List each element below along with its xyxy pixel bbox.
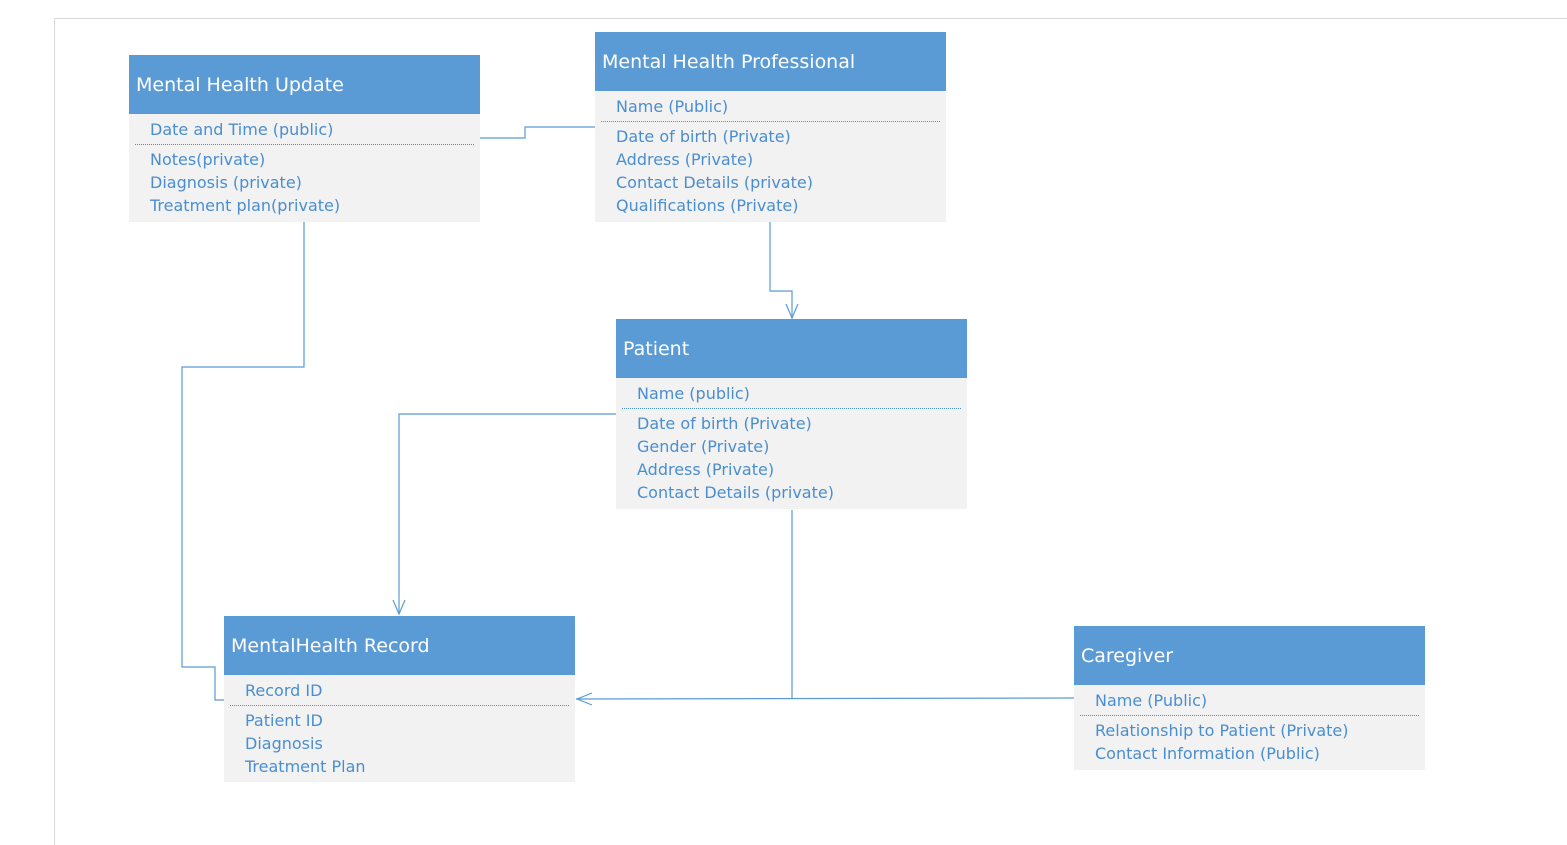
canvas-border-left xyxy=(54,18,55,845)
attribute-separator xyxy=(1080,715,1419,716)
attribute-list: Notes(private) Diagnosis (private) Treat… xyxy=(129,145,480,217)
attribute: Relationship to Patient (Private) xyxy=(1095,721,1349,740)
attribute: Date of birth (Private) xyxy=(637,414,812,433)
attribute: Diagnosis (private) xyxy=(150,173,302,192)
attribute: Patient ID xyxy=(245,711,323,730)
canvas-border-top xyxy=(54,18,1567,19)
connector-professional-patient xyxy=(769,222,793,318)
arrowhead-record-right xyxy=(575,692,593,706)
entity-key-attribute: Name (Public) xyxy=(1095,691,1208,710)
entity-mental-health-update[interactable]: Mental Health Update Date and Time (publ… xyxy=(129,55,480,222)
attribute: Address (Private) xyxy=(637,460,775,479)
attribute: Contact Details (private) xyxy=(616,173,813,192)
entity-mentalhealth-record[interactable]: MentalHealth Record Record ID Patient ID… xyxy=(224,616,575,782)
attribute: Contact Details (private) xyxy=(637,483,834,502)
entity-title: Mental Health Update xyxy=(129,55,480,114)
attribute-separator xyxy=(601,121,940,122)
connector-caregiver-record xyxy=(575,697,1075,700)
entity-key-attribute: Name (Public) xyxy=(616,97,729,116)
entity-title: Patient xyxy=(616,319,967,378)
entity-key-attribute: Name (public) xyxy=(637,384,750,403)
attribute-separator xyxy=(622,408,961,409)
attribute-list: Patient ID Diagnosis Treatment Plan xyxy=(224,706,575,778)
attribute-list: Date of birth (Private) Gender (Private)… xyxy=(616,409,967,504)
attribute: Diagnosis xyxy=(245,734,323,753)
attribute: Treatment Plan xyxy=(245,757,366,776)
attribute: Gender (Private) xyxy=(637,437,770,456)
attribute-separator xyxy=(230,705,569,706)
entity-caregiver[interactable]: Caregiver Name (Public) Relationship to … xyxy=(1074,626,1425,770)
attribute: Qualifications (Private) xyxy=(616,196,799,215)
attribute: Address (Private) xyxy=(616,150,754,169)
attribute-separator xyxy=(135,144,474,145)
connector-update-professional xyxy=(480,126,596,139)
arrowhead-record-top xyxy=(392,599,406,616)
connector-update-record xyxy=(181,222,305,701)
attribute: Notes(private) xyxy=(150,150,266,169)
entity-key-attribute: Date and Time (public) xyxy=(150,120,334,139)
entity-patient[interactable]: Patient Name (public) Date of birth (Pri… xyxy=(616,319,967,509)
attribute: Contact Information (Public) xyxy=(1095,744,1320,763)
entity-key-attribute: Record ID xyxy=(245,681,323,700)
connector-patient-record xyxy=(398,413,616,614)
attribute: Treatment plan(private) xyxy=(150,196,341,215)
entity-mental-health-professional[interactable]: Mental Health Professional Name (Public)… xyxy=(595,32,946,222)
entity-title: Caregiver xyxy=(1074,626,1425,685)
attribute: Date of birth (Private) xyxy=(616,127,791,146)
entity-title: MentalHealth Record xyxy=(224,616,575,675)
arrowhead-patient xyxy=(785,303,799,320)
attribute-list: Relationship to Patient (Private) Contac… xyxy=(1074,716,1425,765)
entity-title: Mental Health Professional xyxy=(595,32,946,91)
attribute-list: Date of birth (Private) Address (Private… xyxy=(595,122,946,217)
